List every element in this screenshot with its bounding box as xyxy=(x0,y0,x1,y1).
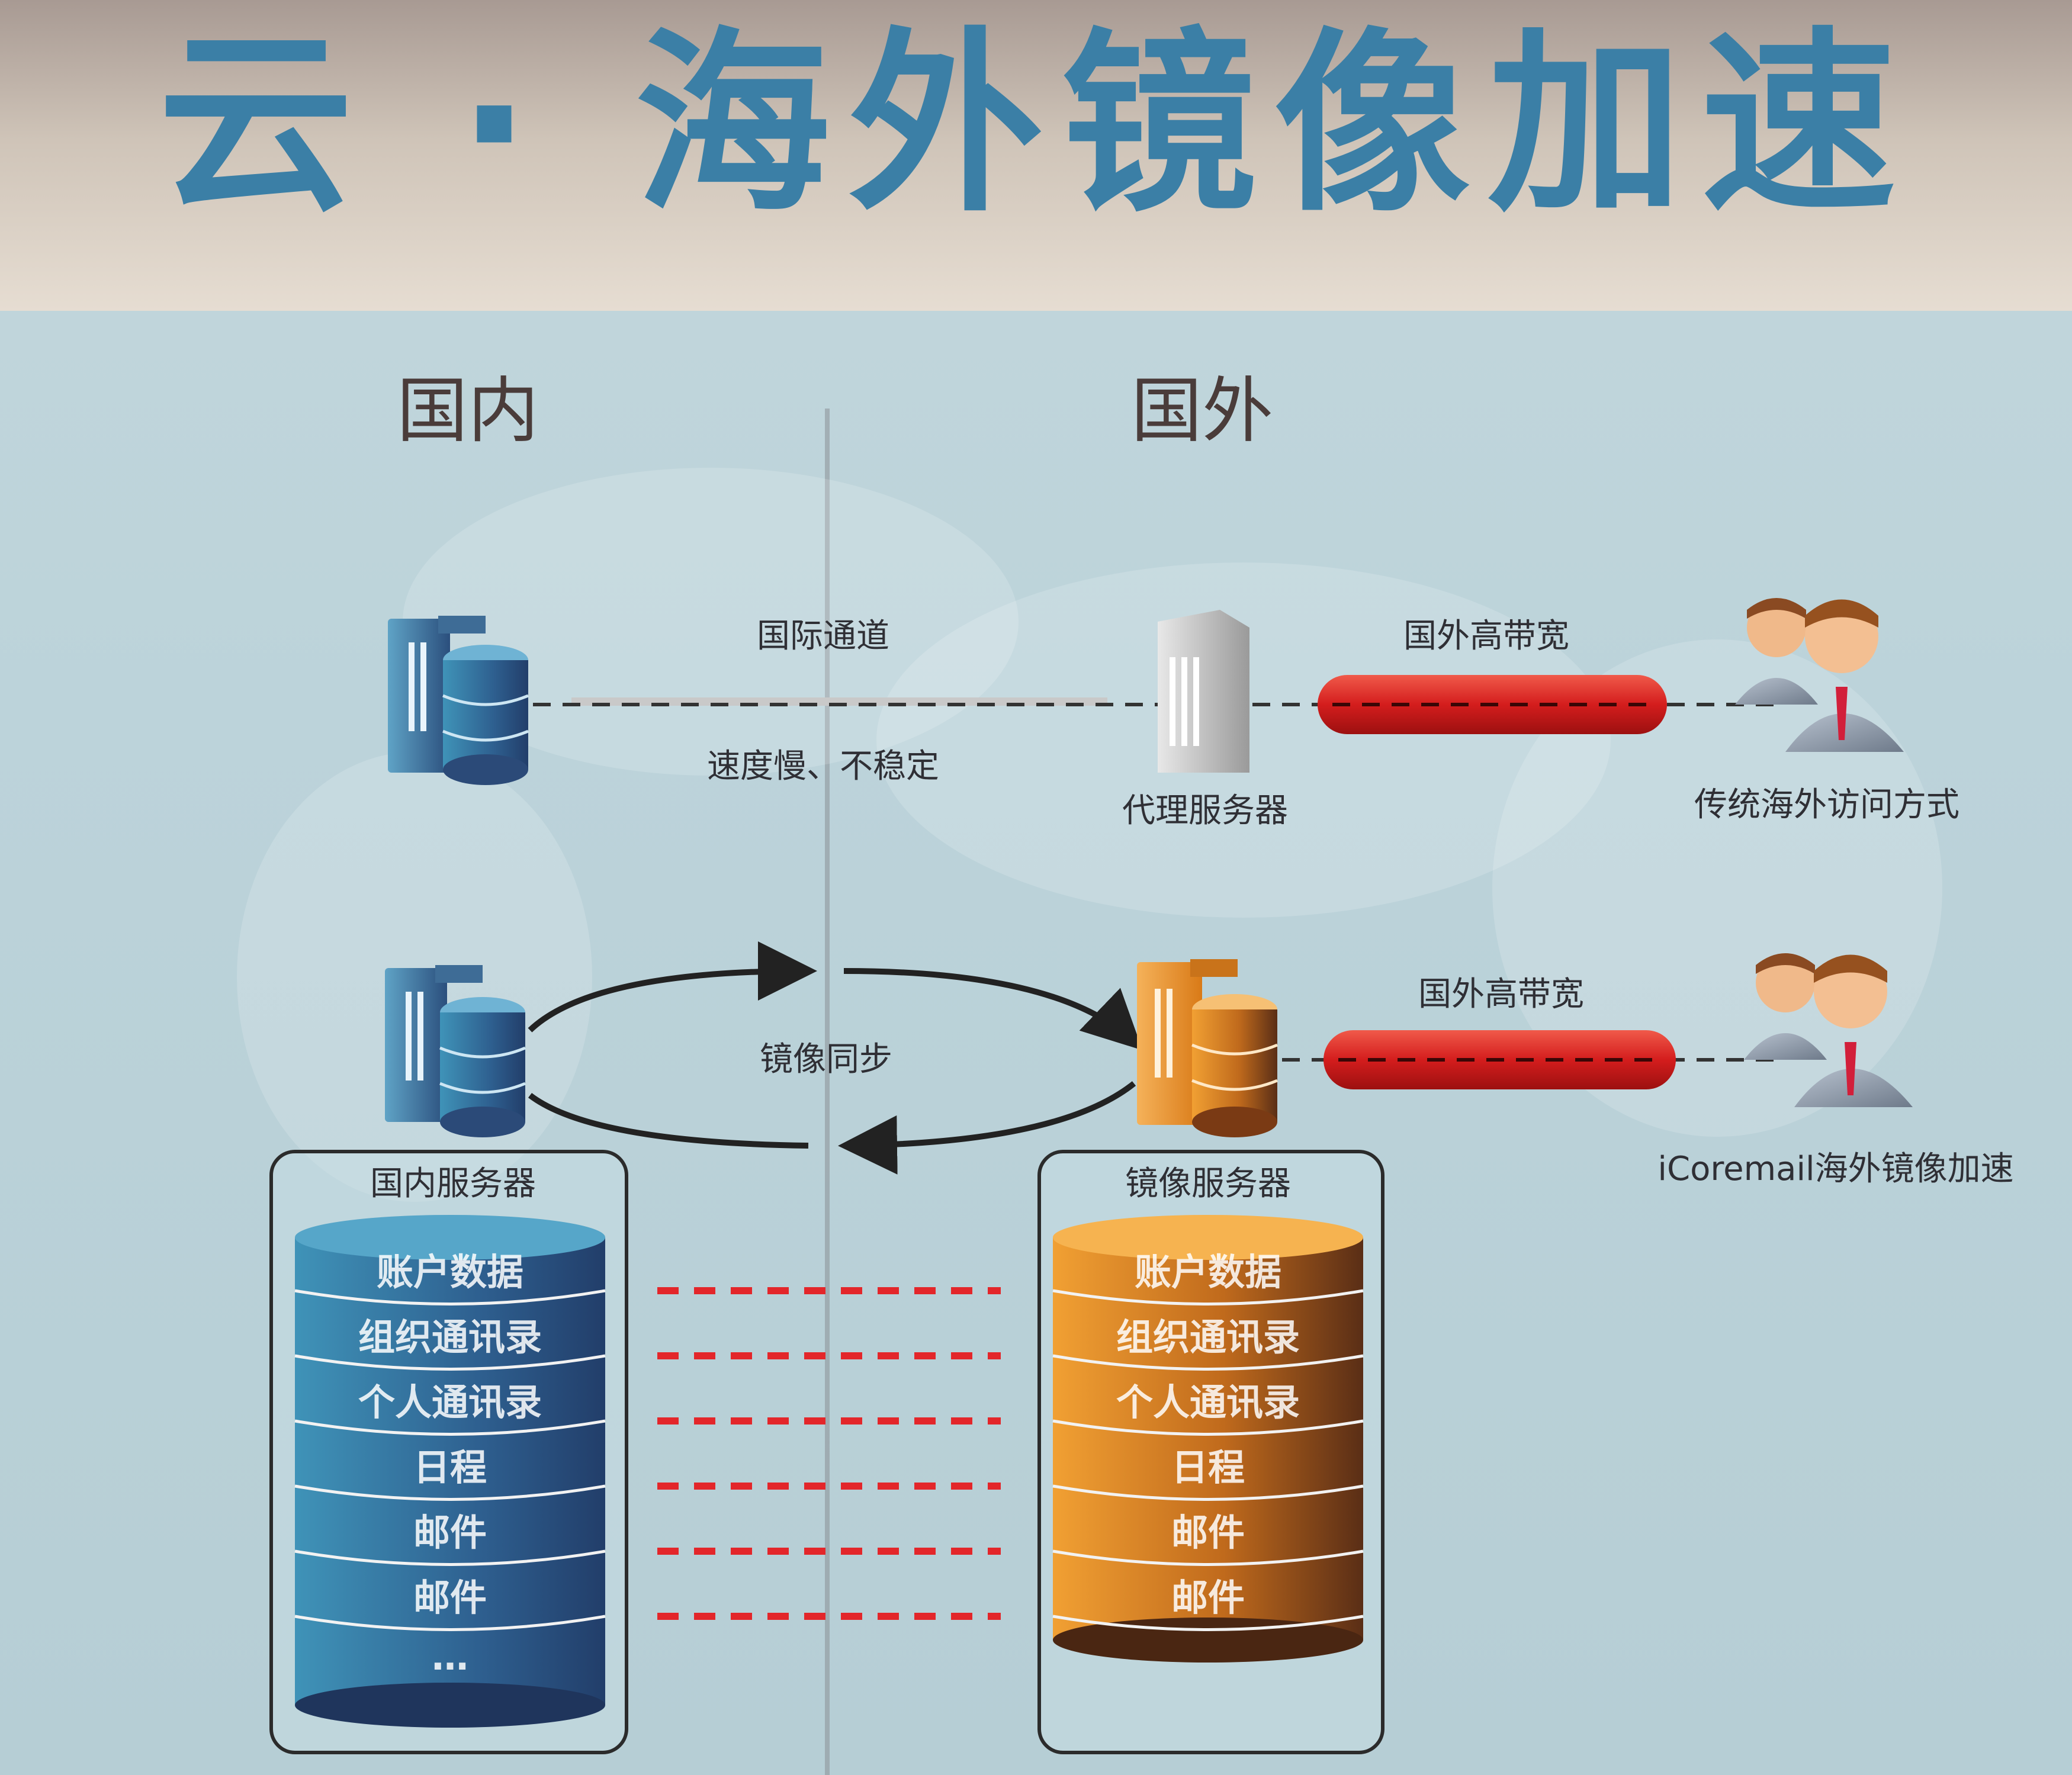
traditional-access-caption: 传统海外访问方式 xyxy=(1694,786,1959,824)
domestic-server-label: 国内服务器 xyxy=(370,1165,536,1203)
domestic-db-layer-separator xyxy=(294,1615,606,1631)
domestic-db-body xyxy=(295,1237,605,1705)
region-overseas-label: 国外 xyxy=(1131,370,1273,452)
page-title: 云 · 海外镜像加速 xyxy=(158,11,1914,238)
mirror-db-layer-separator xyxy=(1052,1549,1364,1566)
domestic-server-icon-bottom xyxy=(385,965,526,1137)
region-domestic-label: 国内 xyxy=(397,370,539,452)
mirror-db-layer-label: 邮件 xyxy=(1171,1576,1245,1619)
domestic-db-layer-separator xyxy=(294,1354,606,1371)
proxy-server-icon xyxy=(1158,610,1249,773)
domestic-db-layer-label: 个人通讯录 xyxy=(358,1381,542,1424)
domestic-db-cylinder: 账户数据组织通讯录个人通讯录日程邮件邮件… xyxy=(294,1215,606,1728)
mirror-db-layer-separator xyxy=(1052,1615,1364,1631)
mirror-server-label: 镜像服务器 xyxy=(1125,1165,1291,1203)
bandwidth-label-bottom: 国外高带宽 xyxy=(1418,975,1584,1014)
mirror-db-layer-label: 账户数据 xyxy=(1135,1250,1281,1294)
mirror-acceleration-caption: iCoremail海外镜像加速 xyxy=(1657,1150,2014,1188)
domestic-db-layer-separator xyxy=(294,1289,606,1305)
mirror-db-layer-label: 组织通讯录 xyxy=(1116,1316,1300,1359)
domestic-db-layer-separator xyxy=(294,1549,606,1566)
channel-note: 速度慢、不稳定 xyxy=(707,747,939,786)
sync-arrow-icon xyxy=(528,941,1143,1175)
bandwidth-pipe-top xyxy=(1318,675,1667,734)
domestic-db-layer-label: 日程 xyxy=(413,1446,487,1489)
region-divider xyxy=(825,409,830,1775)
mirror-server-icon xyxy=(1137,959,1278,1137)
mirror-db-base xyxy=(1053,1618,1363,1663)
domestic-db-layer-separator xyxy=(294,1484,606,1501)
domestic-server-icon-top xyxy=(388,616,529,785)
mirror-db-layer-separator xyxy=(1052,1484,1364,1501)
mirror-db-layer-separator xyxy=(1052,1419,1364,1436)
proxy-server-label: 代理服务器 xyxy=(1122,792,1288,830)
users-icon-bottom xyxy=(1744,953,1913,1107)
header-band xyxy=(0,0,2072,311)
domestic-db-layer-label: 邮件 xyxy=(413,1576,487,1619)
domestic-db-layer-separator xyxy=(294,1419,606,1436)
data-sync-links xyxy=(657,1287,1001,1620)
mirror-db-layer-label: 邮件 xyxy=(1171,1511,1245,1554)
domestic-db-layer-label: 邮件 xyxy=(413,1511,487,1554)
mirror-db-top xyxy=(1053,1215,1363,1260)
domestic-db-more-indicator: … xyxy=(432,1635,468,1678)
mirror-db-layer-label: 日程 xyxy=(1171,1446,1245,1489)
mirror-db-layer-label: 个人通讯录 xyxy=(1116,1381,1300,1424)
bandwidth-pipe-bottom xyxy=(1323,1030,1676,1089)
mirror-sync-label: 镜像同步 xyxy=(760,1040,892,1079)
domestic-db-layer-label: 账户数据 xyxy=(377,1250,523,1294)
bandwidth-label-top: 国外高带宽 xyxy=(1403,617,1569,655)
international-channel-label: 国际通道 xyxy=(757,617,889,655)
domestic-db-base xyxy=(295,1683,605,1728)
users-icon-top xyxy=(1735,598,1904,752)
mirror-db-layer-separator xyxy=(1052,1354,1364,1371)
mirror-db-layer-separator xyxy=(1052,1289,1364,1305)
domestic-db-layer-label: 组织通讯录 xyxy=(358,1316,542,1359)
domestic-db-top xyxy=(295,1215,605,1260)
